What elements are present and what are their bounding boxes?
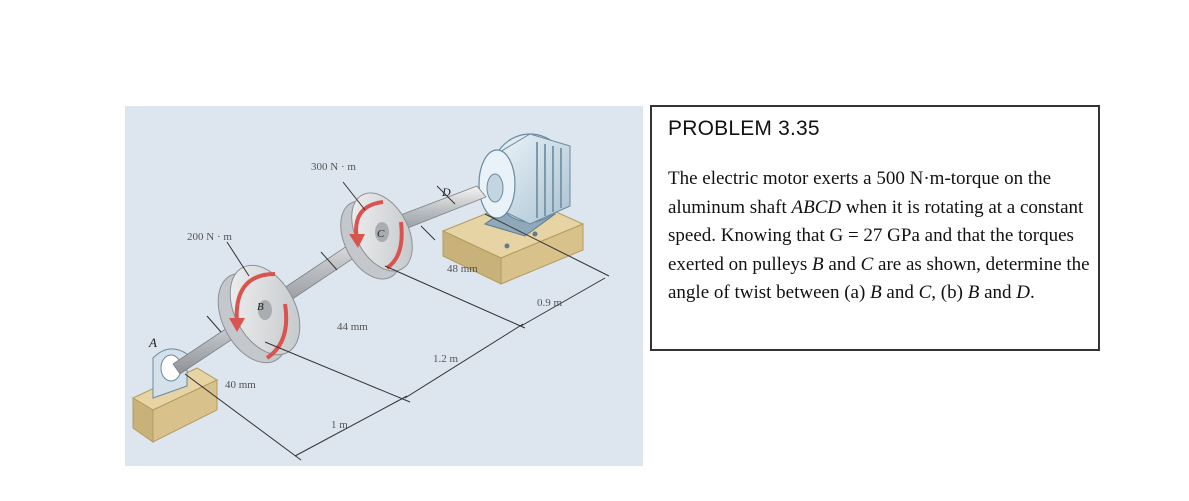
problem-text: The electric motor exerts a 500 N·m-torq… <box>668 165 1092 308</box>
problem-text-part: , (b) <box>931 282 968 303</box>
torque-arrow-c-lower <box>385 221 404 270</box>
point-b-label: B <box>257 301 264 313</box>
point-c-label: C <box>377 228 385 240</box>
pulley-name: C <box>860 253 874 275</box>
point-name: B <box>967 282 980 303</box>
point-name: D <box>1016 282 1030 303</box>
point-a-label: A <box>148 335 157 350</box>
shaft-name: ABCD <box>791 196 842 218</box>
electric-motor <box>478 133 571 249</box>
pulley-name: B <box>812 253 824 275</box>
shaft-figure: A B C D 200 N · m 300 N · m 40 mm 44 mm … <box>125 106 643 466</box>
problem-text-part: are as shown, determine the angle of twi… <box>668 253 1090 304</box>
torque-arrowhead-b <box>229 318 245 332</box>
torque-arrowhead-c <box>349 234 365 248</box>
problem-text-part: The electric motor exerts a 500 N·m-torq… <box>668 168 1052 218</box>
pulley-b <box>217 264 301 364</box>
problem-text-part: . <box>1029 282 1035 303</box>
problem-text-part: and <box>979 282 1017 303</box>
problem-statement-box: PROBLEM 3.35 The electric motor exerts a… <box>650 105 1100 351</box>
length-ab-label: 1 m <box>331 419 348 431</box>
problem-text-part: and <box>881 282 919 303</box>
diameter-ab-label: 40 mm <box>225 379 256 391</box>
point-name: C <box>918 282 932 303</box>
bearing-pedestal-a <box>131 348 219 443</box>
diameter-cd-label: 48 mm <box>447 263 478 275</box>
torque-arrow-b-lower <box>265 303 289 360</box>
length-bc-label: 1.2 m <box>433 353 459 365</box>
shaft-diagram: A B C D 200 N · m 300 N · m 40 mm 44 mm … <box>125 106 643 466</box>
torque-c-label: 300 N · m <box>311 161 356 173</box>
length-cd-label: 0.9 m <box>537 297 563 309</box>
point-name: B <box>870 282 882 303</box>
problem-text-part: and <box>823 253 861 275</box>
diameter-bc-label: 44 mm <box>337 321 368 333</box>
torque-arrow-b <box>234 272 276 325</box>
leader-lines <box>206 181 456 333</box>
dimension-lines <box>184 213 610 461</box>
problem-text-part: when it is rotating at a constant speed.… <box>668 196 1084 275</box>
torque-b-label: 200 N · m <box>187 231 232 243</box>
point-d-label: D <box>441 185 451 199</box>
problem-title: PROBLEM 3.35 <box>668 117 820 140</box>
